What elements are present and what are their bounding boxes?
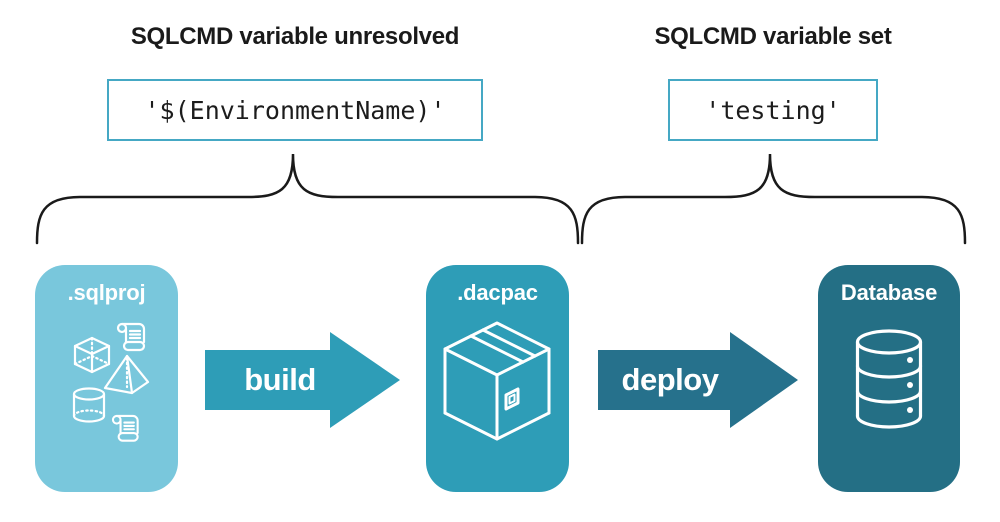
sqlproj-card: .sqlproj: [35, 265, 178, 492]
database-card: Database: [818, 265, 960, 492]
build-arrow: [205, 332, 400, 428]
deploy-arrow: [598, 332, 798, 428]
heading-variable-unresolved: SQLCMD variable unresolved: [130, 23, 460, 50]
left-brace: [35, 153, 580, 245]
deploy-arrow-shape: [598, 332, 798, 428]
database-cylinder-icon: [855, 329, 923, 429]
deploy-arrow-label: deploy: [621, 362, 719, 397]
sqlproj-card-title: .sqlproj: [67, 280, 146, 305]
code-box-testing: 'testing': [668, 79, 878, 141]
package-box-icon: [443, 321, 551, 441]
build-arrow-label: build: [244, 362, 316, 397]
right-brace: [580, 153, 967, 245]
dacpac-card-title: .dacpac: [457, 280, 538, 305]
database-card-title: Database: [840, 280, 938, 305]
sql-objects-icon: [72, 322, 150, 442]
heading-variable-set: SQLCMD variable set: [654, 23, 892, 50]
build-arrow-shape: [205, 332, 400, 428]
dacpac-card: .dacpac: [426, 265, 569, 492]
code-box-environment-name: '$(EnvironmentName)': [107, 79, 483, 141]
